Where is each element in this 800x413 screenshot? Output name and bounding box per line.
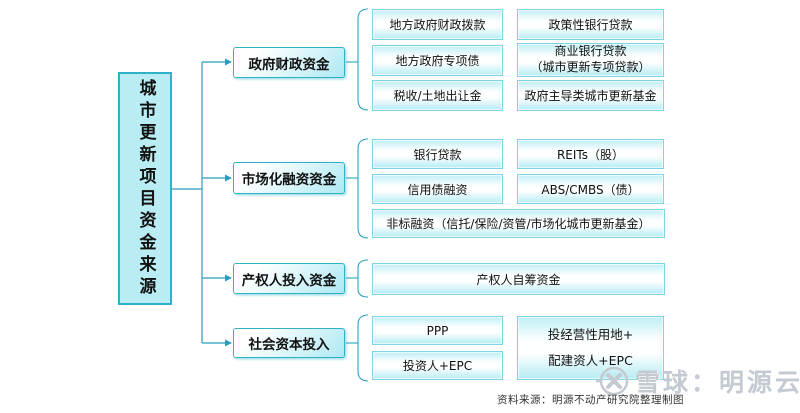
leaf-node: REITs（股） (517, 139, 664, 169)
leaf-label: 地方政府专项债 (395, 54, 480, 68)
leaf-node: 政府主导类城市更新基金 (517, 80, 664, 111)
category-node-gov-fiscal: 政府财政资金 (233, 47, 345, 78)
leaf-label-line1: 商业银行贷款 (554, 44, 627, 59)
leaf-label: 政府主导类城市更新基金 (524, 89, 657, 103)
category-node-social-capital: 社会资本投入 (233, 328, 345, 358)
leaf-label-line2: （城市更新专项贷款） (530, 60, 651, 74)
leaf-label: 非标融资（信托/保险/资管/市场化城市更新基金） (386, 217, 651, 231)
category-label: 市场化融资资金 (241, 172, 337, 188)
leaf-label-line1: 投经营性用地+ (547, 327, 634, 343)
leaf-label: REITs（股） (556, 147, 625, 162)
leaf-node: 信用债融资 (372, 174, 503, 204)
category-node-market-financing: 市场化融资资金 (233, 162, 345, 194)
category-node-owner-investment: 产权人投入资金 (233, 263, 345, 294)
leaf-label: ABS/CMBS（债） (541, 182, 640, 197)
leaf-node: 政策性银行贷款 (517, 9, 664, 40)
source-caption: 资料来源：明源不动产研究院整理制图 (497, 394, 684, 406)
category-label: 产权人投入资金 (241, 272, 337, 289)
leaf-label: PPP (426, 323, 449, 338)
leaf-node: ABS/CMBS（债） (517, 174, 664, 204)
leaf-label: 税收/土地出让金 (393, 89, 482, 103)
leaf-node-wide: 产权人自筹资金 (372, 263, 665, 295)
leaf-node: 地方政府财政拨款 (372, 9, 503, 40)
leaf-label: 信用债融资 (407, 182, 468, 197)
root-node-label: 城市更新项目资金来源 (135, 78, 156, 299)
leaf-node-tall: 投经营性用地+ 配建资人+EPC (517, 316, 664, 380)
leaf-node: 商业银行贷款 （城市更新专项贷款） (517, 43, 664, 77)
leaf-node: 投资人+EPC (372, 351, 503, 380)
leaf-node: 地方政府专项债 (372, 45, 503, 76)
leaf-label: 投资人+EPC (402, 359, 473, 373)
leaf-node: 税收/土地出让金 (372, 80, 503, 111)
leaf-node-wide: 非标融资（信托/保险/资管/市场化城市更新基金） (372, 209, 665, 238)
category-label: 社会资本投入 (248, 337, 330, 353)
category-label: 政府财政资金 (248, 56, 330, 73)
watermark-text: 雪球：明源云 (635, 368, 800, 397)
leaf-label: 产权人自筹资金 (476, 272, 561, 287)
leaf-label-line2: 配建资人+EPC (548, 353, 633, 368)
leaf-label: 地方政府财政拨款 (389, 18, 486, 32)
snowball-logo-icon (596, 366, 629, 396)
leaf-node: 银行贷款 (372, 139, 503, 169)
watermark: 雪球：明源云 (594, 363, 800, 399)
leaf-label: 政策性银行贷款 (548, 18, 633, 32)
root-node: 城市更新项目资金来源 (118, 72, 172, 305)
leaf-label: 银行贷款 (413, 147, 462, 162)
leaf-node: PPP (372, 316, 503, 345)
